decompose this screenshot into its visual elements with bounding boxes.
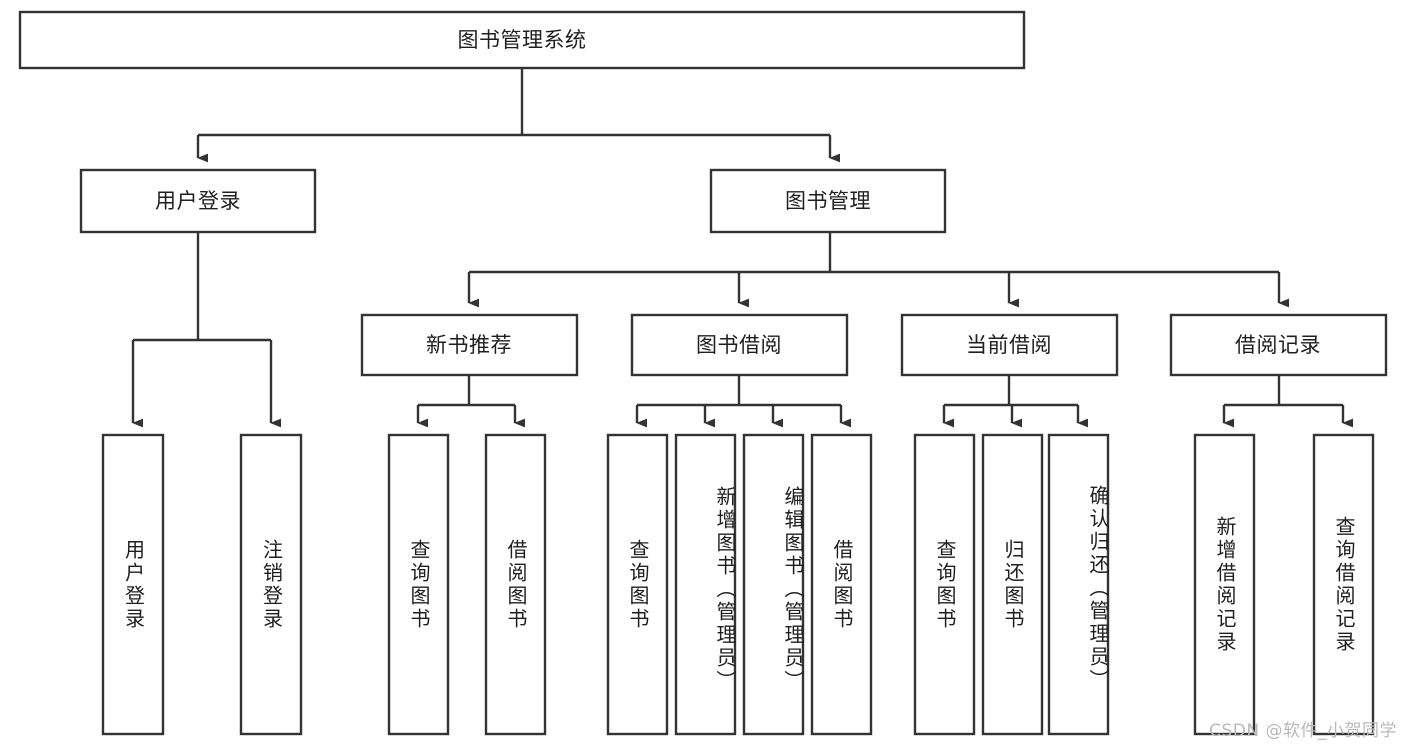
leaf-box-book-borrow-3[interactable] [810,433,873,736]
leaf-box-current-borrow-1[interactable] [981,433,1044,736]
node-borrow-record-label: 借阅记录 [1235,333,1321,357]
connector-book-management-to-level3 [467,232,1290,308]
node-new-book-recommend[interactable]: 新书推荐 [360,313,579,377]
node-current-borrow-label: 当前借阅 [966,333,1052,357]
node-user-login[interactable]: 用户登录 [79,168,317,234]
leaf-box-book-borrow-1[interactable] [674,433,737,736]
connector-new-book-to-leaves [416,375,526,428]
connector-user-login-to-leaves [131,232,282,428]
leaf-box-new-book-1[interactable] [484,433,547,736]
csdn-watermark: CSDN @软件_小贺同学 [1209,721,1397,741]
leaf-box-borrow-record-0[interactable] [1193,433,1256,736]
leaf-box-book-borrow-2[interactable] [742,433,805,736]
node-book-borrow-label: 图书借阅 [696,333,782,357]
connector-root-to-level2 [196,68,841,163]
node-root-book-management-system[interactable]: 图书管理系统 [18,10,1026,70]
node-borrow-record[interactable]: 借阅记录 [1169,313,1388,377]
node-book-management[interactable]: 图书管理 [709,168,947,234]
leaf-box-new-book-0[interactable] [387,433,450,736]
node-current-borrow[interactable]: 当前借阅 [900,313,1119,377]
leaf-box-borrow-record-1[interactable] [1312,433,1375,736]
node-book-borrow[interactable]: 图书借阅 [630,313,849,377]
leaf-box-user-login-0[interactable] [101,433,165,736]
node-new-book-recommend-label: 新书推荐 [426,333,512,357]
node-book-management-label: 图书管理 [785,189,871,213]
connector-current-borrow-to-leaves [942,375,1089,428]
leaf-box-current-borrow-0[interactable] [913,433,976,736]
leaf-box-book-borrow-0[interactable] [606,433,669,736]
node-user-login-label: 用户登录 [155,189,241,213]
connector-book-borrow-to-leaves [635,375,852,428]
leaf-box-current-borrow-2[interactable] [1047,433,1110,736]
node-root-label: 图书管理系统 [458,28,587,52]
leaf-box-user-login-1[interactable] [239,433,303,736]
connector-borrow-record-to-leaves [1222,375,1354,428]
